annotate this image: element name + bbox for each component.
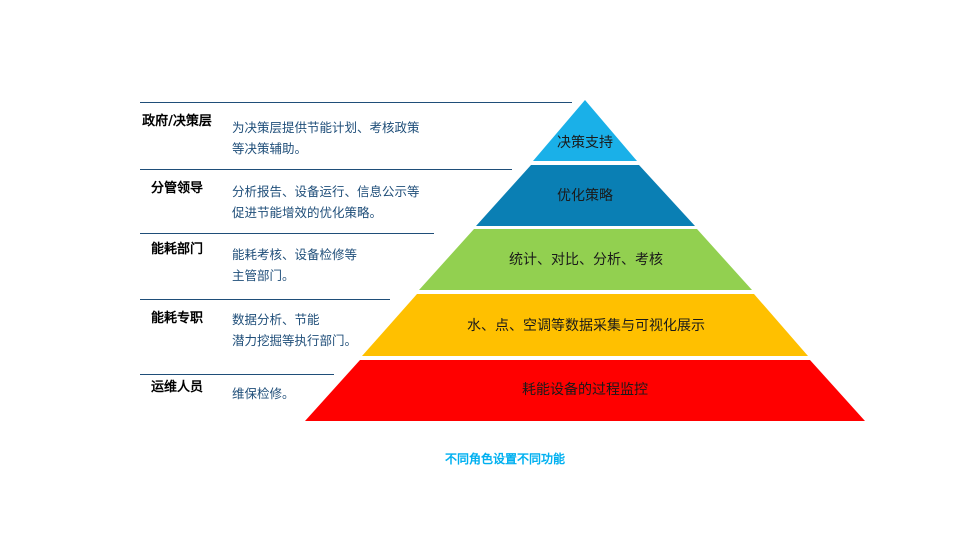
separator-line bbox=[140, 233, 434, 234]
pyramid-level-4 bbox=[362, 294, 808, 356]
separator-line bbox=[140, 374, 334, 375]
pyramid-level-3 bbox=[419, 229, 752, 290]
role-description-department: 能耗考核、设备检修等 主管部门。 bbox=[232, 244, 462, 286]
role-description-leader: 分析报告、设备运行、信息公示等 促进节能增效的优化策略。 bbox=[232, 181, 462, 223]
description-line: 等决策辅助。 bbox=[232, 141, 308, 156]
description-line: 为决策层提供节能计划、考核政策 bbox=[232, 120, 420, 135]
role-description-government: 为决策层提供节能计划、考核政策 等决策辅助。 bbox=[232, 117, 462, 159]
role-description-specialist: 数据分析、节能 潜力挖掘等执行部门。 bbox=[232, 309, 462, 351]
diagram-caption: 不同角色设置不同功能 bbox=[444, 452, 565, 466]
pyramid-label-1: 决策支持 bbox=[557, 134, 613, 151]
role-label-leader: 分管领导 bbox=[150, 181, 203, 196]
role-label-government: 政府/决策层 bbox=[142, 114, 212, 129]
description-line: 分析报告、设备运行、信息公示等 bbox=[232, 184, 420, 199]
pyramid-label-4: 水、点、空调等数据采集与可视化展示 bbox=[467, 317, 705, 334]
description-line: 潜力挖掘等执行部门。 bbox=[232, 333, 358, 348]
description-line: 能耗考核、设备检修等 bbox=[232, 247, 358, 262]
role-label-specialist: 能耗专职 bbox=[150, 311, 203, 326]
pyramid-level-2 bbox=[476, 165, 695, 226]
role-label-department: 能耗部门 bbox=[150, 242, 203, 257]
role-label-operator: 运维人员 bbox=[150, 380, 203, 395]
pyramid-level-5 bbox=[305, 360, 865, 421]
separator-line bbox=[140, 169, 512, 170]
role-description-operator: 维保检修。 bbox=[232, 383, 462, 404]
separator-line bbox=[140, 299, 390, 300]
pyramid-label-5: 耗能设备的过程监控 bbox=[522, 381, 648, 398]
description-line: 主管部门。 bbox=[232, 268, 295, 283]
description-line: 数据分析、节能 bbox=[232, 312, 320, 327]
separator-line bbox=[140, 102, 572, 103]
pyramid-level-1 bbox=[533, 100, 637, 161]
pyramid-label-3: 统计、对比、分析、考核 bbox=[509, 252, 663, 268]
pyramid-label-2: 优化策略 bbox=[557, 187, 613, 204]
description-line: 维保检修。 bbox=[232, 386, 295, 401]
description-line: 促进节能增效的优化策略。 bbox=[232, 205, 383, 220]
